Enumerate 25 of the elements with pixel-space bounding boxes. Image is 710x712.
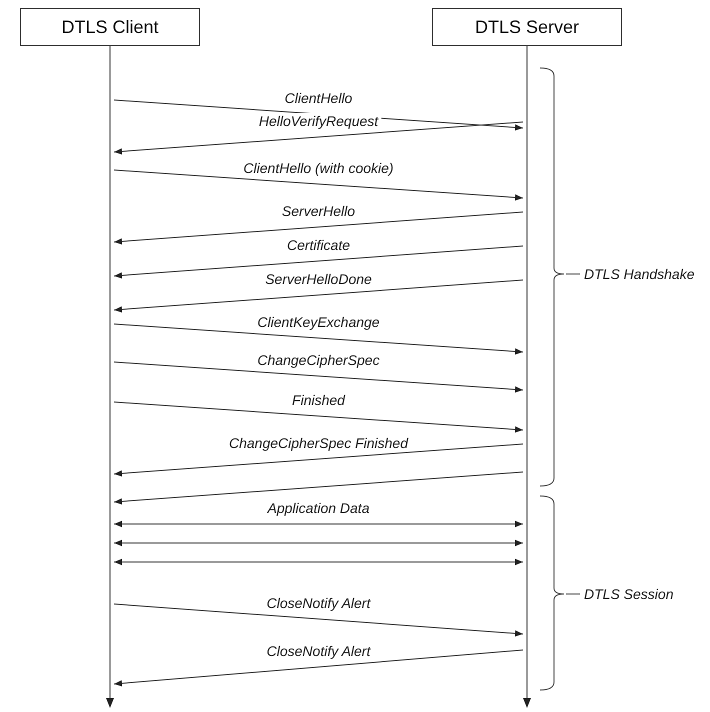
message-arrow [114, 280, 524, 313]
participant-name: DTLS Server [474, 16, 580, 38]
message-arrow [114, 246, 524, 279]
message-arrow [114, 604, 524, 637]
participant-name: DTLS Client [61, 16, 159, 38]
message-arrow [114, 540, 524, 546]
edge-label: Application Data [264, 500, 372, 516]
message-arrow [114, 472, 524, 505]
participant-box [432, 8, 622, 46]
phase-label: DTLS Handshake [584, 266, 695, 282]
message-arrow [114, 558, 524, 566]
message-arrow [114, 122, 524, 155]
message-arrow [114, 520, 524, 528]
message-arrow [114, 444, 524, 477]
message-arrow [114, 324, 524, 355]
lifeline [523, 46, 531, 708]
message-arrow [114, 402, 524, 433]
message-arrow [114, 650, 524, 687]
participant-box [20, 8, 200, 46]
message-arrow [114, 212, 524, 245]
lifeline [106, 46, 114, 708]
message-arrow [114, 170, 524, 201]
edge-label: Finished [289, 392, 348, 408]
phase-label: DTLS Session [584, 586, 674, 602]
message-arrow [114, 362, 524, 393]
